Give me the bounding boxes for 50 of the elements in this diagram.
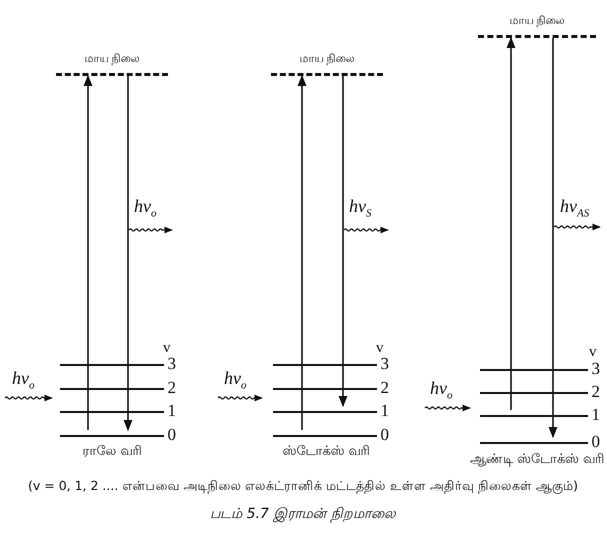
spectral-line-label: ராலே வரி xyxy=(82,444,142,460)
quantum-number-label: v xyxy=(376,340,384,357)
energy-level xyxy=(273,383,389,395)
energy-level xyxy=(60,430,176,442)
energy-level xyxy=(480,364,600,376)
virtual-level xyxy=(56,52,168,76)
spectral-line-label: ஆண்டி ஸ்டோக்ஸ் வரி xyxy=(470,452,604,468)
note-text: (v = 0, 1, 2 .... என்பவை அடிநிலை எலக்ட்ரானிக் மட்டத்தில் உள்ள அதிர்வு நிலைகள் ஆகும்) xyxy=(28,478,578,495)
transition-arrow xyxy=(298,74,306,430)
level-label: மாய நிலை xyxy=(508,14,566,28)
transition-arrow xyxy=(124,76,132,432)
level-number: 2 xyxy=(592,384,600,400)
level-number: 1 xyxy=(168,403,176,419)
transition-arrow xyxy=(338,76,348,408)
level-number: 3 xyxy=(168,356,176,372)
spectral-line-label: ஸ்டோக்ஸ் வரி xyxy=(282,444,370,460)
level-number: 3 xyxy=(592,361,600,377)
photon-energy-label: hν$_{S}$ xyxy=(349,196,372,220)
level-number: 0 xyxy=(168,427,176,443)
photon-energy-label: hν$_{o}$ xyxy=(224,368,246,392)
energy-level xyxy=(273,406,389,418)
level-number: 3 xyxy=(380,356,389,372)
transition-arrow xyxy=(506,36,516,410)
level-number: 2 xyxy=(168,380,176,396)
virtual-level xyxy=(478,14,596,38)
energy-level xyxy=(480,437,600,449)
transition-arrow xyxy=(84,74,92,430)
level-label: மாய நிலை xyxy=(83,52,141,66)
transition-arrow xyxy=(548,38,558,438)
quantum-number-label: v xyxy=(163,340,170,357)
photon-energy-label: hν$_{o}$ xyxy=(430,378,452,402)
level-label: மாய நிலை xyxy=(298,52,356,66)
energy-level xyxy=(480,410,600,422)
figure-caption: படம் 5.7 இராமன் நிறமாலை xyxy=(210,506,396,523)
energy-level xyxy=(480,387,600,399)
energy-level xyxy=(273,430,389,442)
virtual-level xyxy=(271,52,383,76)
quantum-number-label: v xyxy=(589,344,596,361)
photon-energy-label: hν$_{AS}$ xyxy=(560,196,590,220)
photon-energy-label: hν$_{o}$ xyxy=(12,368,34,392)
level-number: 0 xyxy=(380,427,389,443)
level-number: 2 xyxy=(380,380,389,396)
photon-energy-label: hν$_{o}$ xyxy=(134,196,156,220)
energy-level xyxy=(60,359,176,371)
energy-level xyxy=(60,383,176,395)
level-number: 0 xyxy=(592,434,600,450)
level-number: 1 xyxy=(592,407,600,423)
energy-level xyxy=(273,359,389,371)
energy-level xyxy=(60,406,176,418)
level-number: 1 xyxy=(380,403,389,419)
